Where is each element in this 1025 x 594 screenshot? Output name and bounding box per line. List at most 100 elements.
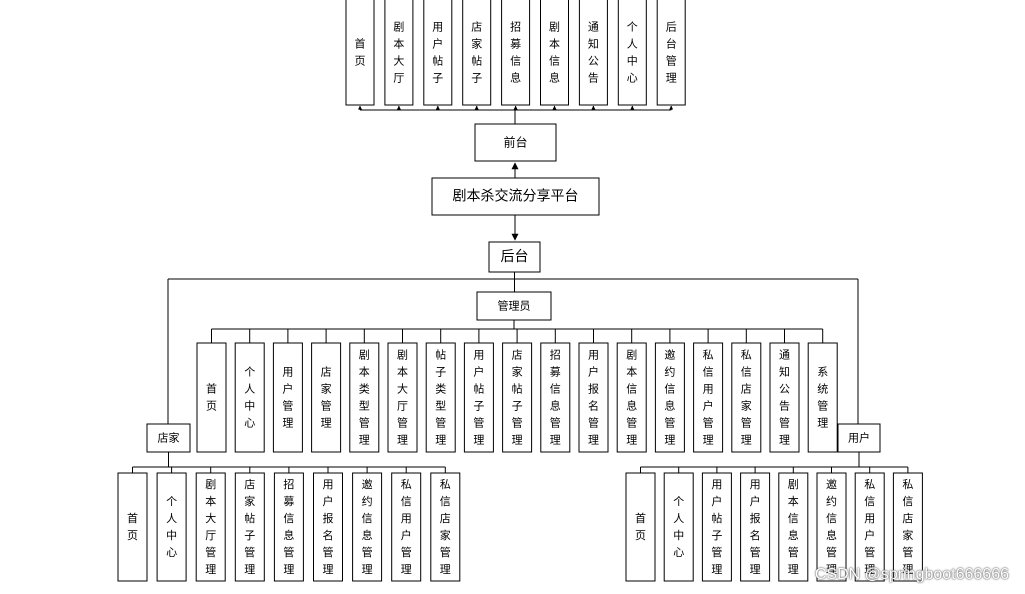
front-module-label: 店家帖子 [471,20,482,85]
user-module-box [778,472,809,582]
user-module-label: 私信店家管理 [902,478,913,576]
admin-module-label: 用户管理 [282,366,293,430]
admin-module-label: 店家帖子管理 [512,348,523,447]
admin-box [476,291,552,321]
admin-module-label: 店家管理 [321,365,332,430]
shop-module-box [273,472,304,582]
admin-module-label: 通知公告管理 [779,349,790,447]
user-module-label: 剧本信息管理 [788,478,799,576]
front-module-box [656,0,686,106]
shop-module-label: 个人中心 [166,495,177,559]
front-module-box [345,0,375,106]
admin-module-box [349,342,380,453]
shop-module-box [117,472,148,582]
user-box [837,423,881,453]
shop-module-label: 私信用户管理 [401,478,412,576]
user-module-box [892,472,923,582]
user-module-box [701,472,732,582]
back-box [488,241,541,273]
admin-module-box [425,342,456,453]
shop-module-label: 邀约信息管理 [362,477,373,576]
admin-module-box [807,342,838,453]
watermark-text: CSDN @springboot666666 [814,566,1009,583]
shop-module-box [391,472,422,582]
user-module-box [816,472,847,582]
user-module-label: 用户帖子管理 [711,478,722,576]
admin-module-label: 私信店家管理 [741,349,752,447]
front-module-box [384,0,414,106]
shop-module-label: 店家帖子管理 [244,477,255,576]
front-module-box [540,0,569,106]
user-module-label: 个人中心 [673,495,684,559]
front-box [474,123,557,162]
front-module-label: 剧本信息 [549,21,560,85]
admin-module-label: 首页 [206,382,217,413]
root-label: 剧本杀交流分享平台 [453,188,579,205]
front-module-label: 后台管理 [666,21,677,85]
admin-module-box [578,342,609,453]
admin-module-box [654,342,685,453]
root-box [431,177,600,216]
front-module-label: 通知公告 [588,21,599,85]
shop-module-box [430,472,461,582]
admin-module-label: 私信用户管理 [703,349,714,447]
shop-module-box [234,472,265,582]
front-module-label: 招募信息 [510,20,521,85]
admin-module-box [693,342,724,453]
user-module-label: 邀约信息管理 [826,477,837,576]
admin-module-label: 用户帖子管理 [473,349,484,447]
front-module-box [578,0,608,106]
user-module-box [740,472,771,582]
admin-module-box [540,342,571,453]
front-module-box [462,0,492,106]
user-module-box [854,472,885,582]
user-label: 用户 [848,431,870,445]
admin-module-box [234,342,265,453]
shop-module-label: 剧本大厅管理 [205,478,216,576]
admin-module-label: 剧本信息管理 [626,349,637,447]
user-module-label: 私信用户管理 [864,478,875,576]
admin-module-label: 招募信息管理 [550,348,561,447]
front-module-box [617,0,647,106]
admin-module-box [272,342,303,453]
admin-module-box [463,342,494,453]
shop-module-box [313,472,343,582]
admin-module-label: 用户报名管理 [588,349,599,447]
admin-module-label: 邀约信息管理 [664,348,675,447]
admin-module-box [731,342,762,453]
user-module-label: 用户报名管理 [750,478,761,576]
shop-label: 店家 [158,431,180,445]
admin-module-box [769,342,800,453]
front-module-box [501,0,531,106]
admin-module-label: 剧本类型管理 [359,349,370,447]
shop-module-box [195,472,226,582]
shop-box [146,423,191,453]
shop-module-box [156,472,187,582]
admin-module-label: 帖子类型管理 [435,349,446,447]
admin-module-label: 剧本大厅管理 [397,349,408,447]
admin-module-label: 个人中心 [244,366,255,430]
user-module-box [663,472,694,582]
back-label: 后台 [501,249,529,265]
shop-module-label: 招募信息管理 [283,477,294,576]
admin-module-label: 系统管理 [817,366,828,430]
front-module-label: 剧本大厅 [393,21,404,85]
shop-module-label: 用户报名管理 [323,478,334,576]
front-module-label: 首页 [355,37,366,68]
shop-module-box [352,472,383,582]
user-module-box [625,472,656,582]
admin-label: 管理员 [498,299,531,313]
user-module-label: 首页 [635,511,646,542]
front-module-box [423,0,453,106]
admin-module-box [616,342,647,453]
admin-module-box [311,342,342,453]
admin-module-box [387,342,418,453]
front-label: 前台 [503,135,527,150]
front-module-label: 个人中心 [627,21,638,85]
shop-module-label: 私信店家管理 [440,478,451,576]
admin-module-box [196,342,227,453]
shop-module-label: 首页 [127,511,138,542]
front-module-label: 用户帖子 [432,21,443,85]
admin-module-box [502,342,533,453]
